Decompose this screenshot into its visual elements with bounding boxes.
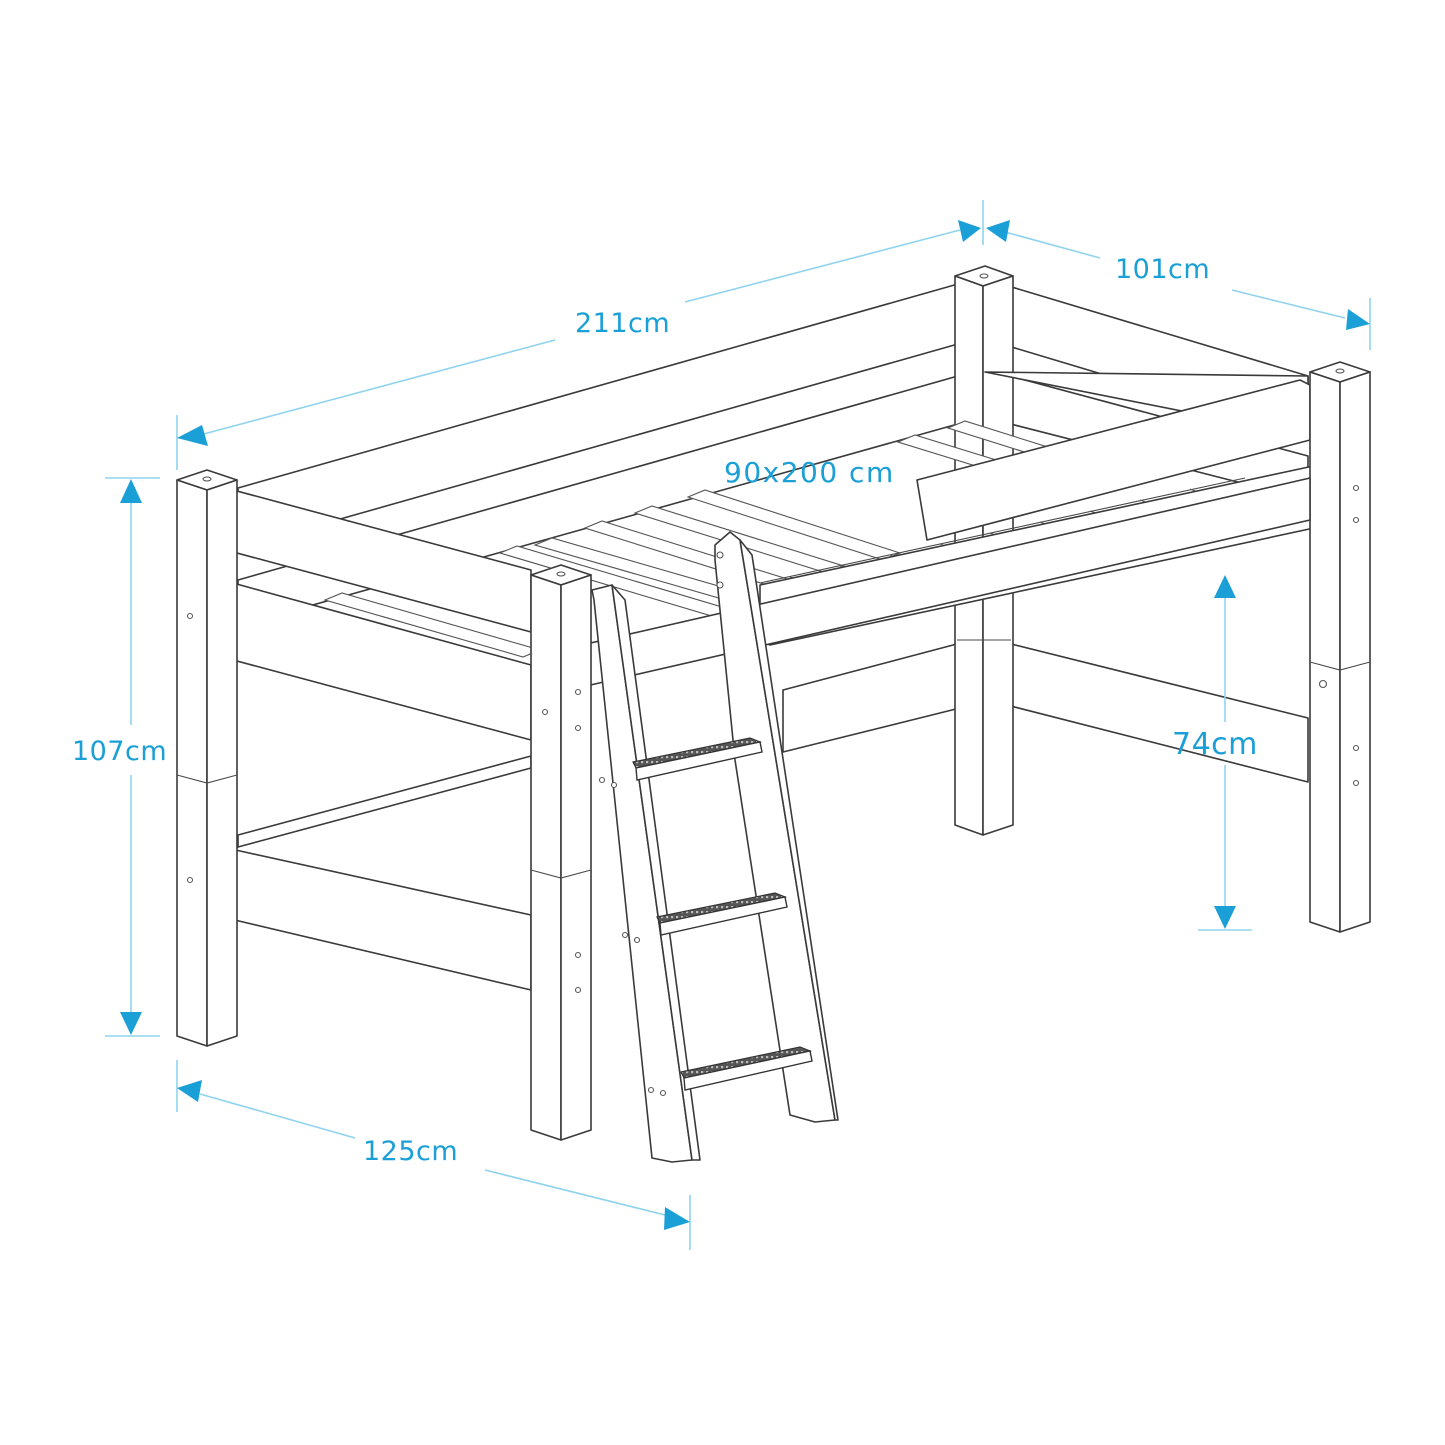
width-dimension-label: 101cm — [1115, 254, 1211, 285]
dimension-arrow-icon — [664, 1207, 690, 1230]
foot-end-frame — [217, 486, 532, 991]
dimension-arrow-icon — [1214, 906, 1236, 929]
depth-dimension-label: 125cm — [363, 1136, 459, 1167]
clearance-dimension-label: 74cm — [1172, 727, 1258, 762]
post-front-left — [530, 564, 592, 1141]
height-dimension-label: 107cm — [72, 736, 168, 767]
post-front-right — [1309, 361, 1371, 933]
ladder-step-2 — [656, 892, 788, 936]
mattress-size-label: 90x200 cm — [724, 456, 895, 489]
ladder-step-1 — [632, 737, 763, 781]
dimension-arrow-icon — [1214, 575, 1236, 598]
dimension-arrow-icon — [120, 479, 142, 503]
dimension-arrow-icon — [177, 1080, 202, 1102]
ladder-step-3 — [680, 1046, 813, 1091]
dimension-arrow-icon — [120, 1012, 142, 1035]
dimension-arrow-icon — [986, 220, 1010, 242]
dimension-arrow-icon — [177, 425, 208, 446]
ladder — [591, 531, 839, 1163]
dimension-lines — [105, 200, 1371, 1250]
dimension-arrow-icon — [1346, 309, 1370, 330]
dimension-arrow-icon — [958, 220, 981, 242]
post-back-left — [176, 469, 238, 1047]
length-dimension-label: 211cm — [575, 308, 671, 339]
